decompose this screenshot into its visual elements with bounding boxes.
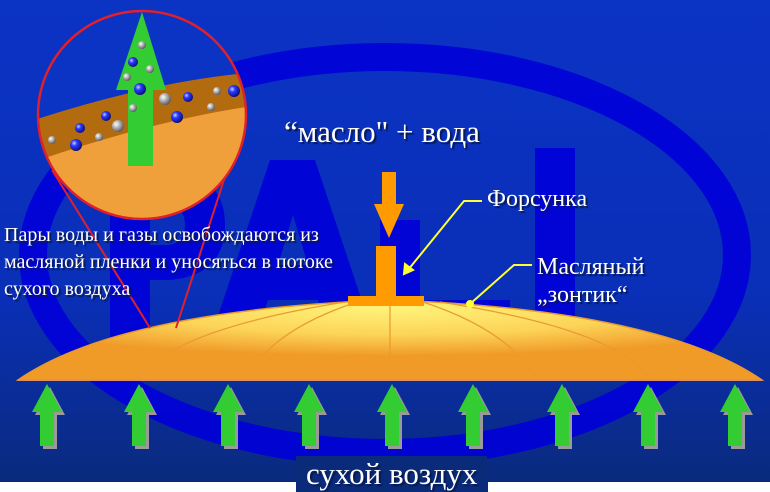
- oil-umbrella-label-line1: Масляный: [537, 254, 645, 280]
- dry-air-label: сухой воздух: [296, 456, 488, 492]
- nozzle: [348, 246, 424, 306]
- airflow-arrows: [32, 384, 753, 449]
- molecules: [48, 41, 240, 151]
- input-down-arrow: [374, 172, 404, 238]
- oil-water-title: “масло" + вода: [284, 114, 480, 149]
- magnifier: [36, 9, 248, 329]
- pall-watermark-logo: [19, 43, 751, 467]
- oil-umbrella-label-line2: „зонтик“: [537, 282, 628, 308]
- callout-lines: [402, 200, 532, 308]
- gas-release-description: Пары воды и газы освобождаются из маслян…: [4, 224, 333, 300]
- bottom-white-right: [488, 482, 770, 492]
- nozzle-label: Форсунка: [487, 186, 588, 212]
- bottom-white-left: [0, 482, 296, 492]
